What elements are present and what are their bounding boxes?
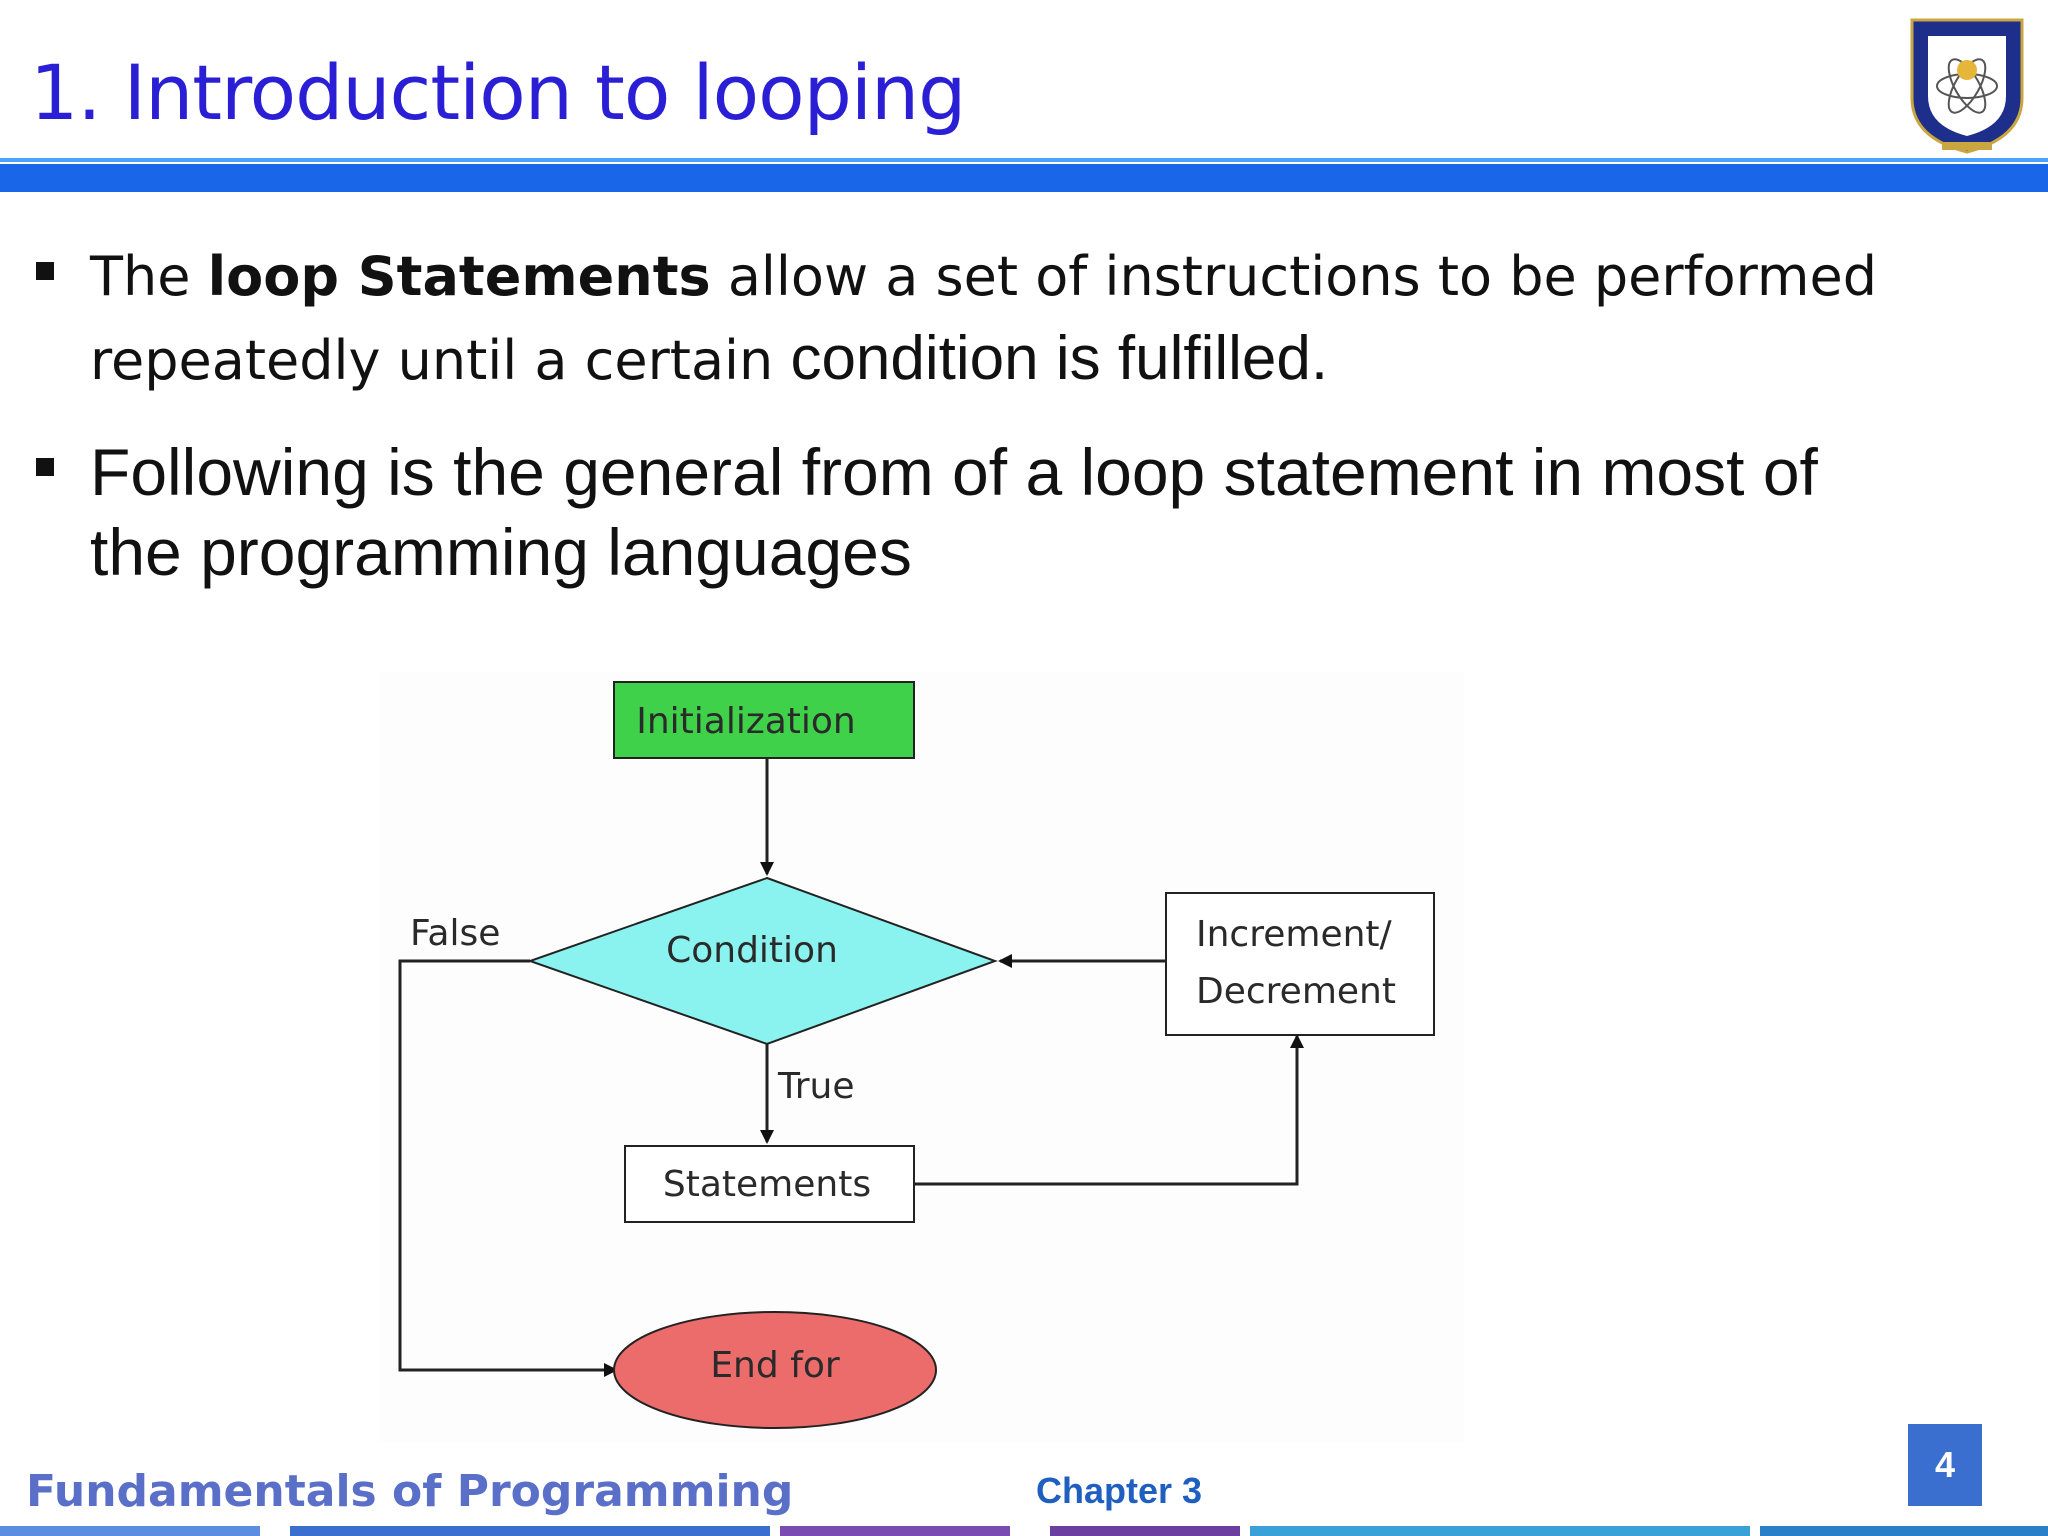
node-condition-label: Condition (666, 930, 838, 971)
footer-band-3 (780, 1526, 1010, 1536)
text-run: The (90, 245, 208, 308)
text-run: repeatedly until a certain (90, 329, 791, 392)
university-seal-icon (1910, 18, 2024, 154)
header-rule (0, 164, 2048, 192)
slide-title: 1. Introduction to looping (30, 48, 966, 137)
node-increment-decrement (1165, 892, 1435, 1036)
bullet-line-2: the programming languages (90, 515, 912, 589)
node-increment-label-1: Increment/ (1196, 914, 1393, 955)
flowchart-background (378, 672, 1464, 1442)
edge-condition-false-to-end (398, 959, 618, 1377)
text-run: condition is fulfilled. (790, 324, 1329, 393)
course-title: Fundamentals of Programming (26, 1466, 794, 1517)
node-end-for (613, 1311, 937, 1429)
bullet-square-icon (36, 458, 54, 476)
text-run: allow a set of instructions to be perfor… (710, 245, 1877, 308)
node-condition (526, 876, 998, 1046)
footer-band-2 (290, 1526, 770, 1536)
label-false: False (410, 913, 500, 954)
node-statements-label: Statements (663, 1164, 871, 1205)
bullet-square-icon (36, 262, 54, 280)
bullet-text: The loop Statements allow a set of instr… (90, 236, 1877, 402)
node-initialization-label: Initialization (636, 701, 856, 742)
footer-band-5 (1250, 1526, 1750, 1536)
bold-term: loop Statements (207, 245, 711, 308)
header-rule-light (0, 158, 2048, 162)
node-statements (624, 1145, 915, 1223)
bullet-line-2: repeatedly until a certain condition is … (90, 318, 1877, 402)
chapter-label: Chapter 3 (1036, 1470, 1203, 1511)
node-initialization (613, 681, 915, 759)
footer-band-6 (1760, 1526, 2048, 1536)
label-true: True (777, 1066, 854, 1107)
page-number: 4 (1908, 1424, 1982, 1506)
bullet-text: Following is the general from of a loop … (90, 432, 1818, 592)
node-increment-label-2: Decrement (1196, 971, 1396, 1012)
bullet-line-1: The loop Statements allow a set of instr… (90, 236, 1877, 318)
footer-band-4 (1050, 1526, 1240, 1536)
node-end-for-label: End for (710, 1345, 840, 1386)
bullet-line-1: Following is the general from of a loop … (90, 435, 1818, 509)
edge-statements-to-increment (914, 1034, 1304, 1186)
footer-band-1 (0, 1526, 260, 1536)
